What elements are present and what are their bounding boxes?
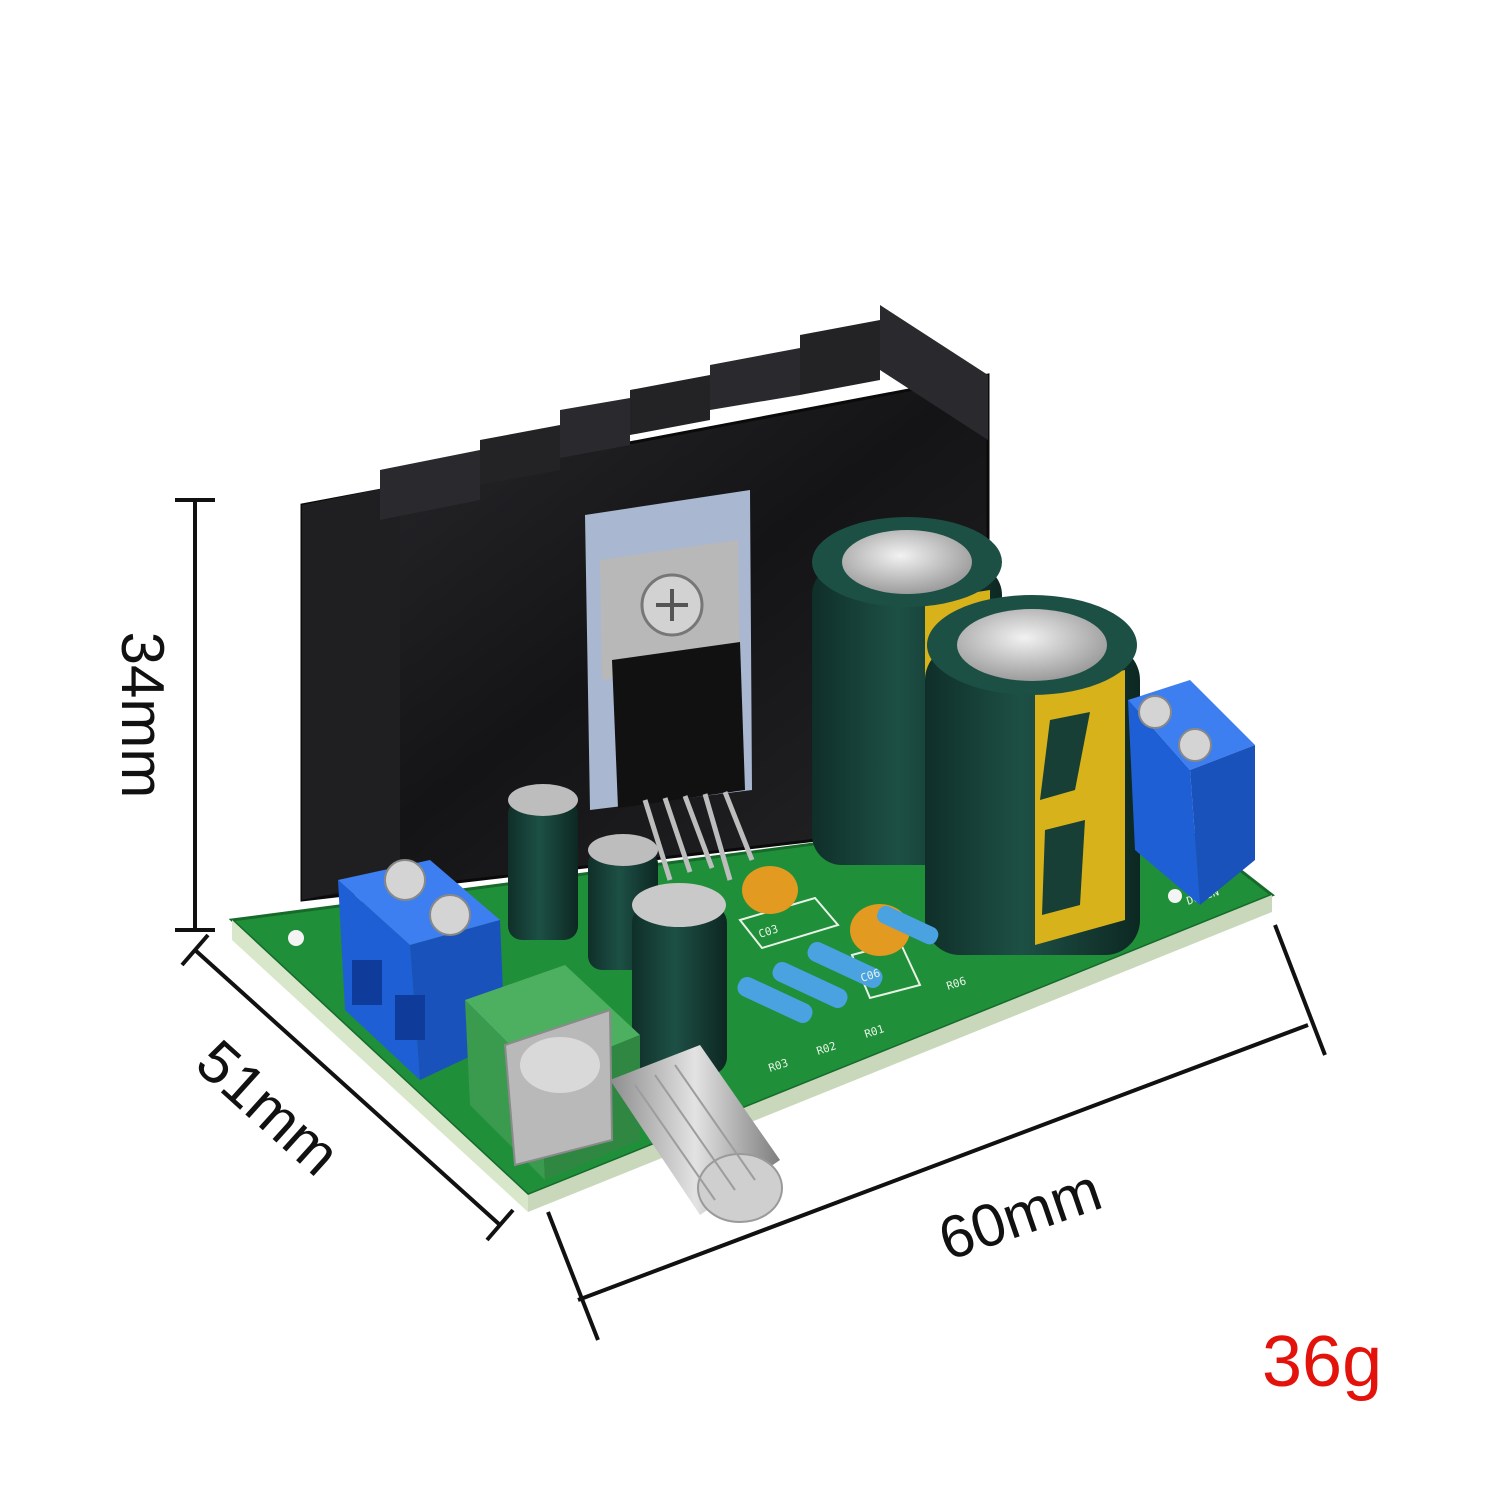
capacitor-small-1 [508,784,578,940]
weight-label: 36g [1262,1322,1383,1402]
terminal-block-dc-in [1128,680,1255,905]
capacitor-large-front [925,595,1140,955]
label-r03: R03 [767,1056,790,1075]
resistors [737,905,939,1024]
label-r06: R06 [945,974,968,993]
terminal-block-left [338,859,505,1080]
label-c06: C06 [859,966,882,985]
height-dimension-label: 34mm [109,631,176,799]
label-r01: R01 [863,1022,886,1041]
dimension-line-height [175,498,215,932]
power-ic [585,490,755,881]
dimension-line-depth [180,933,515,1242]
potentiometer [465,965,640,1180]
ceramic-capacitor-1 [742,866,798,914]
label-c03: C03 [757,922,780,941]
label-r02: R02 [815,1039,838,1058]
dimension-line-width [546,924,1327,1341]
capacitor-small-3 [632,883,727,1075]
potentiometer-knob [610,1045,783,1223]
